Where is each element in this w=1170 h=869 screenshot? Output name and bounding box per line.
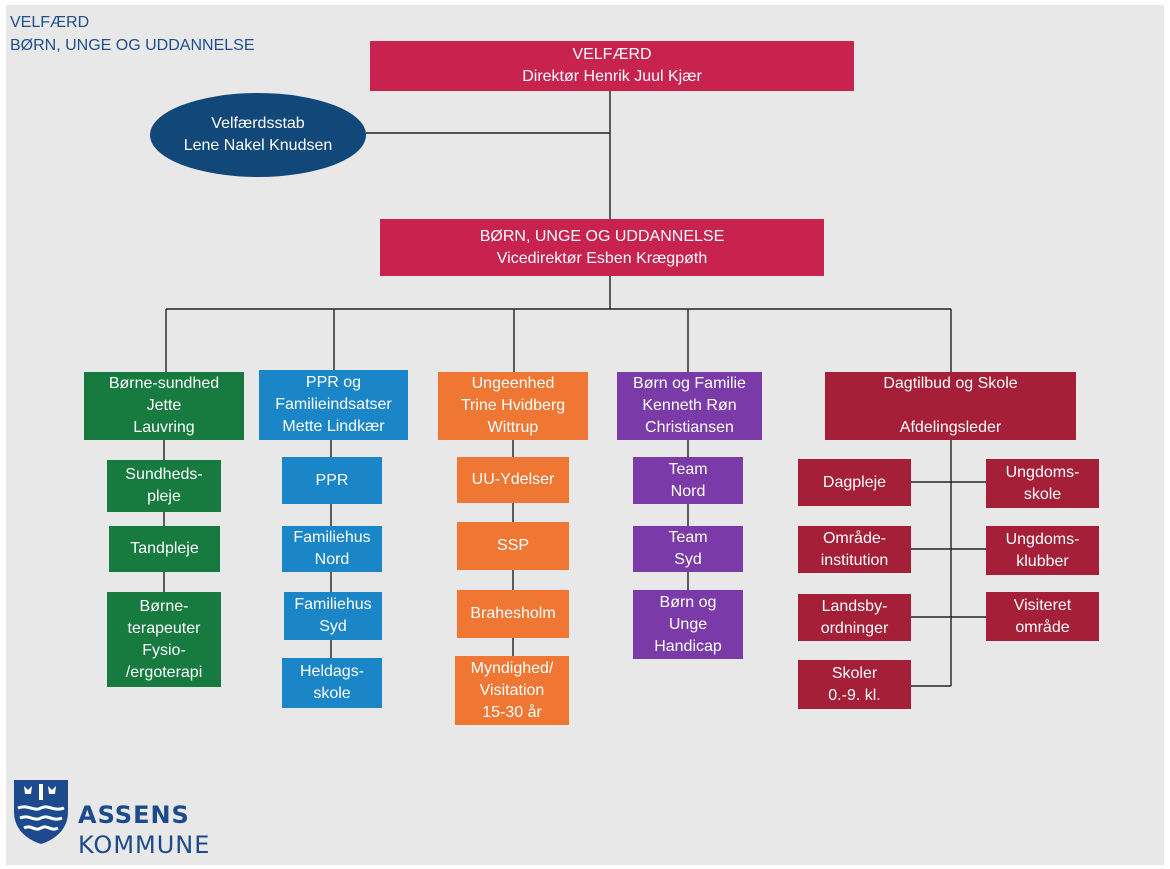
myndighed-visitation-box: Myndighed/Visitation 15-30 år xyxy=(455,656,569,725)
born-unge-director: Vicedirektør Esben Krægpøth xyxy=(496,249,708,267)
red-right-2-line-1: Ungdoms- xyxy=(1005,530,1080,548)
brahesholm-box: Brahesholm xyxy=(457,590,569,638)
heldagsskole-box: Heldags-skole xyxy=(282,658,382,708)
purple-item-2-line-2: Syd xyxy=(674,551,702,568)
red-left-3-line-1: Landsby- xyxy=(821,597,888,615)
blue-item-3-line-1: Familiehus xyxy=(294,596,372,613)
omraadeinstitution-box: Område-institution xyxy=(798,526,911,573)
ungdomsskole-box: Ungdoms-skole xyxy=(986,459,1099,508)
blue-head-line-3: Mette Lindkær xyxy=(282,418,385,435)
green-head-line-3: Lauvring xyxy=(133,419,195,436)
ssp-box: SSP xyxy=(457,522,569,570)
blue-item-4-line-2: skole xyxy=(313,685,351,702)
blue-item-2-line-2: Nord xyxy=(314,551,350,568)
red-right-1-line-1: Ungdoms- xyxy=(1005,463,1080,481)
red-left-2-line-2: institution xyxy=(820,551,889,569)
ppr-box: PPR xyxy=(282,457,382,504)
purple-item-2-line-1: Team xyxy=(668,529,708,546)
red-head-line-3: Afdelingsleder xyxy=(899,419,1002,436)
red-right-3-line-1: Visiteret xyxy=(1013,596,1072,614)
green-item-2-line-1: Tandpleje xyxy=(130,540,199,557)
red-right-1-line-2: skole xyxy=(1023,485,1062,503)
velfaerd-title: VELFÆRD xyxy=(572,46,652,63)
green-head-line-2: Jette xyxy=(146,397,182,414)
header-line-2: BØRN, UNGE OG UDDANNELSE xyxy=(10,37,255,54)
red-left-3-line-2: ordninger xyxy=(820,619,889,637)
orange-item-1-line-1: UU-Ydelser xyxy=(471,471,555,488)
ppr-familieindsatser-box: PPR og Familieindsatser Mette Lindkær xyxy=(259,370,408,440)
red-left-1-line-1: Dagpleje xyxy=(822,473,887,491)
blue-item-3-line-2: Syd xyxy=(319,618,347,635)
ungeenhed-box: Ungeenhed Trine Hvidberg Wittrup xyxy=(438,372,588,440)
purple-head-line-3: Christiansen xyxy=(645,419,734,436)
green-head-line-1: Børne-sundhed xyxy=(108,375,220,392)
dagpleje-box: Dagpleje xyxy=(798,459,911,506)
orange-head-line-2: Trine Hvidberg xyxy=(460,397,566,414)
purple-head-line-1: Børn og Familie xyxy=(633,375,746,392)
green-item-1-line-1: Sundheds- xyxy=(125,466,203,483)
orange-item-4-line-2: Visitation xyxy=(479,681,545,699)
green-item-3-line-4: /ergoterapi xyxy=(125,663,203,681)
red-right-2-line-2: klubber xyxy=(1016,552,1069,570)
logo-line-1: ASSENS xyxy=(78,801,190,829)
header-line-1: VELFÆRD xyxy=(10,14,90,31)
visiteret-omraade-box: Visiteret område xyxy=(986,592,1099,641)
connector-red xyxy=(911,440,986,687)
assens-crest-icon xyxy=(14,780,68,844)
born-unge-box: BØRN, UNGE OG UDDANNELSE Vicedirektør Es… xyxy=(380,219,824,276)
orange-item-3-line-1: Brahesholm xyxy=(470,605,556,622)
orange-item-4-line-3: 15-30 år xyxy=(482,703,542,721)
orange-head-line-3: Wittrup xyxy=(487,419,539,436)
dagtilbud-skole-box: Dagtilbud og Skole Afdelingsleder xyxy=(825,372,1076,440)
tandpleje-box: Tandpleje xyxy=(109,526,220,572)
orange-head-line-1: Ungeenhed xyxy=(471,375,555,392)
red-left-2-line-1: Område- xyxy=(822,529,887,547)
purple-head-line-2: Kenneth Røn xyxy=(642,397,737,414)
blue-item-2-line-1: Familiehus xyxy=(293,529,371,546)
logo-line-2: KOMMUNE xyxy=(78,831,211,859)
ungdomsklubber-box: Ungdoms-klubber xyxy=(986,526,1099,575)
purple-item-3-line-2: Unge xyxy=(668,615,708,633)
velfaerd-director: Direktør Henrik Juul Kjær xyxy=(522,68,702,85)
blue-head-line-1: PPR og xyxy=(305,374,362,391)
purple-item-1-line-2: Nord xyxy=(670,482,706,500)
red-left-4-line-1: Skoler xyxy=(831,664,878,682)
born-unge-title: BØRN, UNGE OG UDDANNELSE xyxy=(479,227,725,245)
velfaerdsstab-ellipse: Velfærdsstab Lene Nakel Knudsen xyxy=(150,93,366,177)
logo-text: ASSENS KOMMUNE xyxy=(78,800,210,860)
purple-item-1-line-1: Team xyxy=(668,460,708,478)
uu-ydelser-box: UU-Ydelser xyxy=(457,457,569,503)
blue-head-line-2: Familieindsatser xyxy=(275,396,392,413)
landsbyordninger-box: Landsby-ordninger xyxy=(798,594,911,641)
staff-line-2: Lene Nakel Knudsen xyxy=(183,137,333,154)
red-right-3-line-2: område xyxy=(1015,618,1070,636)
velfaerd-box: VELFÆRD Direktør Henrik Juul Kjær xyxy=(370,41,854,91)
blue-item-4-line-1: Heldags- xyxy=(299,663,365,680)
orange-item-4-line-1: Myndighed/ xyxy=(470,659,554,677)
red-left-4-line-2: 0.-9. kl. xyxy=(828,686,881,704)
green-item-1-line-2: pleje xyxy=(147,488,181,505)
borne-sundhed-box: Børne-sundhed Jette Lauvring xyxy=(84,372,244,440)
orange-item-2-line-1: SSP xyxy=(496,537,529,554)
blue-item-1-line-1: PPR xyxy=(315,471,349,489)
staff-line-1: Velfærdsstab xyxy=(211,115,305,132)
born-og-familie-box: Børn og Familie Kenneth Røn Christiansen xyxy=(617,372,762,440)
sundhedspleje-box: Sundheds-pleje xyxy=(107,460,221,512)
green-item-3-line-2: terapeuter xyxy=(127,619,201,637)
red-head-line-1: Dagtilbud og Skole xyxy=(883,375,1018,392)
green-item-3-line-3: Fysio- xyxy=(142,641,186,659)
purple-item-3-line-1: Børn og xyxy=(659,593,717,611)
skoler-box: Skoler 0.-9. kl. xyxy=(798,660,911,709)
purple-item-3-line-3: Handicap xyxy=(654,637,722,655)
green-item-3-line-1: Børne- xyxy=(139,597,189,615)
